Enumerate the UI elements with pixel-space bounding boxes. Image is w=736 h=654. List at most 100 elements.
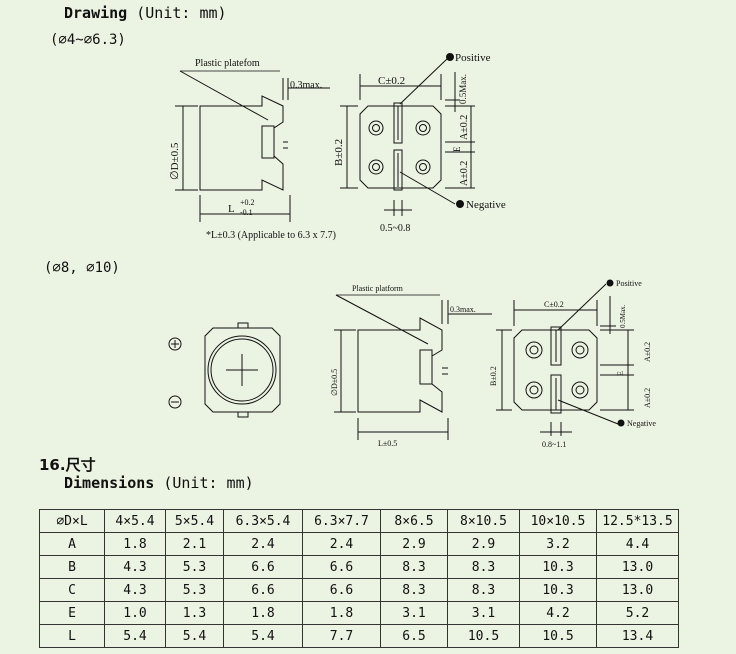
table-cell: 6.6 bbox=[302, 555, 381, 579]
table-cell: B bbox=[39, 555, 105, 579]
table-cell: 10.3 bbox=[519, 578, 597, 602]
table-cell: A bbox=[39, 532, 105, 556]
table-cell: E bbox=[39, 601, 105, 625]
table-cell: 13.0 bbox=[596, 555, 679, 579]
table-header-cell: ∅D×L bbox=[39, 509, 105, 533]
table-cell: 7.7 bbox=[302, 624, 381, 648]
small-side-view: Plastic platefom 0.3max. ∅D±0.5 L +0.2 -… bbox=[169, 58, 336, 241]
dimensions-title: Dimensions bbox=[64, 474, 155, 492]
negative-sign-icon bbox=[456, 200, 464, 208]
table-cell: 3.2 bbox=[519, 532, 597, 556]
table-cell: 3.1 bbox=[447, 601, 520, 625]
table-row: E 1.0 1.3 1.8 1.8 3.1 3.1 4.2 5.2 bbox=[39, 601, 679, 625]
table-cell: 3.1 bbox=[380, 601, 448, 625]
table-cell: 5.3 bbox=[165, 555, 224, 579]
table-cell: 1.3 bbox=[165, 601, 224, 625]
large-bottom-view: C±0.2 B±0.2 A±0.2 A±0.2 E 0.5Max. Positi… bbox=[489, 279, 656, 449]
table-row: C 4.3 5.3 6.6 6.6 8.3 8.3 10.3 13.0 bbox=[39, 578, 679, 602]
table-cell: 5.2 bbox=[596, 601, 679, 625]
large-size-label: (∅8, ∅10) bbox=[44, 260, 120, 276]
dimensions-heading: Dimensions (Unit: mm) bbox=[64, 474, 254, 492]
small-a-label-bottom: A±0.2 bbox=[459, 161, 470, 186]
table-cell: 10.5 bbox=[519, 624, 597, 648]
table-row: L 5.4 5.4 5.4 7.7 6.5 10.5 10.5 13.4 bbox=[39, 624, 679, 648]
table-cell: 5.4 bbox=[104, 624, 166, 648]
drawing-title: Drawing bbox=[64, 4, 128, 22]
small-note: *L±0.3 (Applicable to 6.3 x 7.7) bbox=[206, 230, 336, 241]
table-cell: 10.5 bbox=[447, 624, 520, 648]
table-cell: 4.2 bbox=[519, 601, 597, 625]
table-cell: 1.0 bbox=[104, 601, 166, 625]
table-row: A 1.8 2.1 2.4 2.4 2.9 2.9 3.2 4.4 bbox=[39, 532, 679, 556]
table-header-cell: 6.3×7.7 bbox=[302, 509, 381, 533]
table-cell: 13.0 bbox=[596, 578, 679, 602]
small-negative-label: Negative bbox=[466, 199, 506, 211]
large-negative-label: Negative bbox=[627, 419, 656, 428]
small-b-label: B±0.2 bbox=[333, 139, 345, 166]
table-cell: 13.4 bbox=[596, 624, 679, 648]
large-max-label: 0.3max. bbox=[450, 305, 476, 314]
small-c-label: C±0.2 bbox=[378, 75, 405, 87]
table-cell: 5.4 bbox=[223, 624, 303, 648]
table-cell: 6.6 bbox=[302, 578, 381, 602]
table-cell: 5.4 bbox=[165, 624, 224, 648]
table-cell: 8.3 bbox=[447, 578, 520, 602]
table-header-cell: 10×10.5 bbox=[519, 509, 597, 533]
positive-sign-icon bbox=[446, 53, 454, 61]
large-b-label: B±0.2 bbox=[489, 366, 498, 386]
table-cell: 1.8 bbox=[223, 601, 303, 625]
table-header-cell: 8×10.5 bbox=[447, 509, 520, 533]
large-diam-label: ∅D±0.5 bbox=[330, 369, 339, 396]
table-cell: L bbox=[39, 624, 105, 648]
small-maxv-label: 0.5Max. bbox=[458, 74, 468, 104]
large-gap-label: 0.8~1.1 bbox=[542, 440, 566, 449]
table-cell: 8.3 bbox=[447, 555, 520, 579]
small-gap-label: 0.5~0.8 bbox=[380, 223, 410, 234]
small-max-label: 0.3max. bbox=[290, 80, 322, 91]
large-a-label-top: A±0.2 bbox=[643, 342, 652, 362]
table-header-cell: 12.5*13.5 bbox=[596, 509, 679, 533]
table-cell: 2.9 bbox=[380, 532, 448, 556]
table-cell: 1.8 bbox=[104, 532, 166, 556]
large-a-label-bottom: A±0.2 bbox=[643, 388, 652, 408]
drawing-unit: (Unit: mm) bbox=[136, 4, 227, 22]
table-header-cell: 6.3×5.4 bbox=[223, 509, 303, 533]
table-cell: 6.6 bbox=[223, 555, 303, 579]
table-cell: 1.8 bbox=[302, 601, 381, 625]
table-row: B 4.3 5.3 6.6 6.6 8.3 8.3 10.3 13.0 bbox=[39, 555, 679, 579]
small-length-tol-plus: +0.2 bbox=[240, 198, 255, 207]
small-bottom-view: C±0.2 B±0.2 A±0.2 A±0.2 E 0.5Max. Positi… bbox=[333, 52, 506, 234]
dimensions-unit: (Unit: mm) bbox=[163, 474, 254, 492]
small-length-tol-minus: -0.1 bbox=[240, 208, 253, 217]
large-top-view bbox=[168, 322, 281, 418]
table-cell: 4.4 bbox=[596, 532, 679, 556]
large-maxv-label: 0.5Max. bbox=[619, 304, 627, 328]
table-cell: 8.3 bbox=[380, 578, 448, 602]
table-cell: 4.3 bbox=[104, 555, 166, 579]
table-header-cell: 5×5.4 bbox=[165, 509, 224, 533]
table-cell: 2.1 bbox=[165, 532, 224, 556]
positive-sign-icon bbox=[606, 279, 614, 287]
table-cell: 2.4 bbox=[302, 532, 381, 556]
table-cell: 8.3 bbox=[380, 555, 448, 579]
large-c-label: C±0.2 bbox=[544, 300, 564, 309]
table-header-cell: 8×6.5 bbox=[380, 509, 448, 533]
large-length-label: L±0.5 bbox=[378, 439, 397, 448]
large-plastic-label: Plastic platform bbox=[352, 284, 404, 293]
small-size-label: (∅4~∅6.3) bbox=[50, 32, 126, 48]
table-cell: 4.3 bbox=[104, 578, 166, 602]
table-cell: 2.4 bbox=[223, 532, 303, 556]
section-title: 16.尺寸 bbox=[39, 456, 96, 474]
small-length-label: L bbox=[228, 203, 235, 215]
large-e-label: E bbox=[616, 371, 625, 376]
table-cell: C bbox=[39, 578, 105, 602]
negative-sign-icon bbox=[617, 419, 625, 427]
small-e-label: E bbox=[452, 146, 462, 152]
small-a-label-top: A±0.2 bbox=[459, 115, 470, 140]
drawing-heading: Drawing (Unit: mm) bbox=[64, 4, 227, 22]
table-cell: 6.6 bbox=[223, 578, 303, 602]
table-header-cell: 4×5.4 bbox=[104, 509, 166, 533]
table-header-row: ∅D×L 4×5.4 5×5.4 6.3×5.4 6.3×7.7 8×6.5 8… bbox=[39, 509, 679, 533]
small-diam-label: ∅D±0.5 bbox=[169, 142, 181, 180]
